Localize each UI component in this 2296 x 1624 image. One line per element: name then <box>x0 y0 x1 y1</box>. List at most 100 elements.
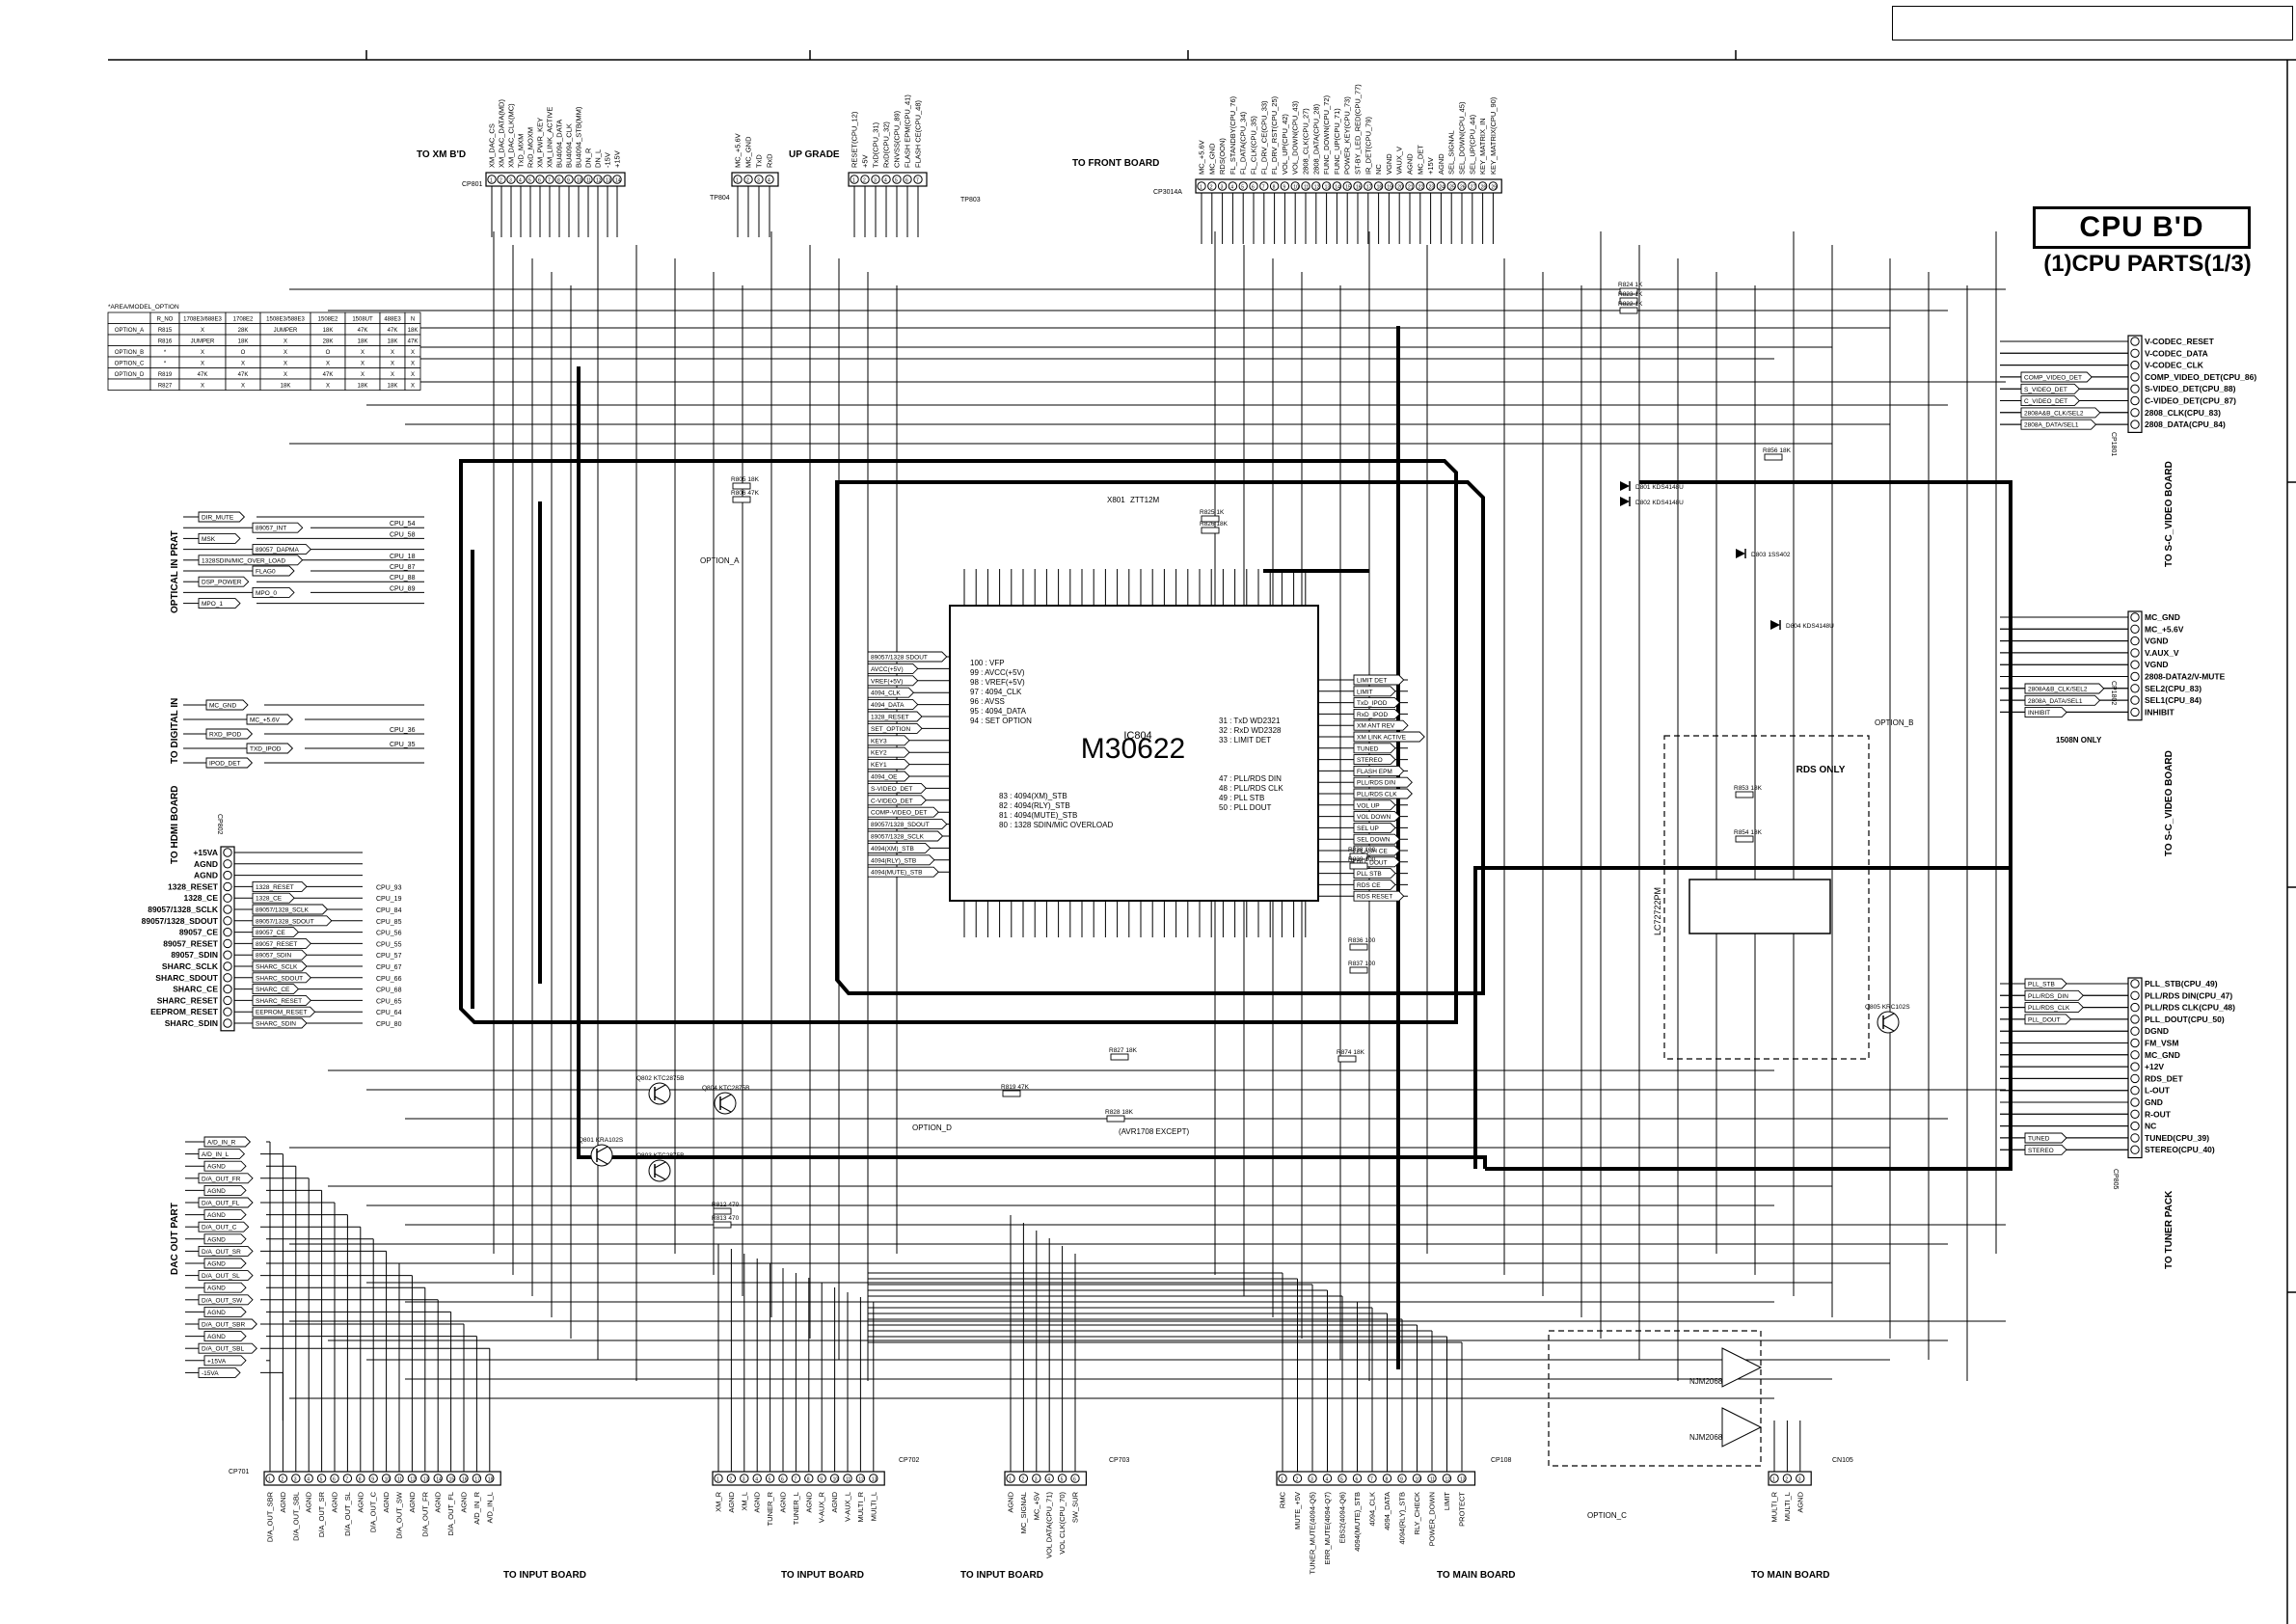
resistor-symbol <box>1201 527 1220 534</box>
option-table-text: 18K <box>281 384 291 390</box>
cp108-pin-num: 5 <box>1340 1477 1343 1483</box>
dac-net-flag <box>198 1173 254 1184</box>
cpu-left-net: S-VIDEO_DET <box>871 786 912 793</box>
cp1802-pin-label: V.AUX_V <box>2145 648 2179 658</box>
cp701-pin-num: 12 <box>410 1477 416 1483</box>
pin-circle <box>356 1474 365 1483</box>
pin-circle <box>765 1474 775 1483</box>
option-table-text: OPTION_A <box>115 328 144 334</box>
pin-circle <box>564 175 574 184</box>
cp802-pin-label: SHARC_CE <box>173 985 218 994</box>
cpu-left-net: 4094(RLY)_STB <box>871 857 916 864</box>
transistor-label: Q805 KRC102S <box>1865 1004 1910 1011</box>
wire <box>654 1161 666 1169</box>
pin-circle <box>754 175 764 184</box>
pin-circle <box>1259 181 1269 191</box>
cp703-pin-num: 4 <box>1047 1477 1050 1483</box>
dac-net: D/A_OUT_SL <box>202 1273 240 1280</box>
option-table-text: 47K <box>323 372 334 378</box>
cp1801-pin-label: 2808_CLK(CPU_83) <box>2145 408 2221 418</box>
connector-refs: CP701 CP702 CP703 CP108 CN105 CP801 TP80… <box>216 181 2119 1475</box>
option-table-text: X <box>284 362 287 367</box>
svid1-net-flag <box>2020 371 2093 383</box>
hdmi-net: 89057_RESET <box>256 941 297 948</box>
tuner-net: PLL/RDS_DIN <box>2028 993 2068 1000</box>
svid1-net: COMP_VIDEO_DET <box>2024 375 2082 382</box>
cpu-right-net: STEREO <box>1357 757 1383 764</box>
resistor-symbol <box>1735 835 1754 843</box>
cp3014-pin-num: 7 <box>1262 185 1265 191</box>
tp803-pin-num: 2 <box>863 178 866 184</box>
cp3014-pin-label: VOL_UP(CPU_42) <box>1281 114 1289 175</box>
pin-circle <box>472 1474 482 1483</box>
pin-circle <box>497 175 506 184</box>
cp701-pin-num: 11 <box>397 1477 402 1483</box>
dac-net: AGND <box>207 1212 226 1219</box>
pin-circle <box>304 1474 313 1483</box>
cpu-left-net-flag <box>867 735 910 746</box>
pin-circle <box>1457 181 1467 191</box>
diode-symbol <box>1770 620 1780 630</box>
resistor-label: R826 18K <box>1200 521 1229 528</box>
tuner-net: PLL/RDS_CLK <box>2028 1005 2070 1012</box>
cpu-right-net-flag <box>1353 822 1396 833</box>
pin-circle <box>871 175 880 184</box>
pin-circle <box>2130 612 2140 622</box>
pin-circle <box>2130 990 2140 1001</box>
cp1801-pin-label: S-VIDEO_DET(CPU_88) <box>2145 384 2236 393</box>
cpu-right-net-flag <box>1353 754 1396 766</box>
resistor-symbol <box>1349 943 1368 951</box>
cpu-right-net: VOL DOWN <box>1357 814 1391 821</box>
dac-net: D/A_OUT_FR <box>202 1176 241 1182</box>
cp802-body <box>220 846 235 1032</box>
optical-net-flag <box>252 565 295 577</box>
cp108-pin-num: 6 <box>1356 1477 1359 1483</box>
cpu-note: 99 : AVCC(+5V) <box>970 668 1025 677</box>
cp805-pin-label: +12V <box>2145 1062 2164 1071</box>
cp805-pin-label: TUNED(CPU_39) <box>2145 1133 2209 1143</box>
cpu-left-net-flag <box>867 675 919 687</box>
option-table-text: 488E3 <box>384 317 401 323</box>
cp701-pin-num: 3 <box>294 1477 297 1483</box>
tp803-pin-label: RESET(CPU_12) <box>851 111 859 168</box>
cp702-pin-num: 2 <box>729 1477 732 1483</box>
dac-net: +15VA <box>207 1358 227 1365</box>
resistor-symbol <box>1735 791 1754 798</box>
pin-circle <box>1322 1474 1333 1483</box>
cpu-right-net-flag <box>1353 811 1401 823</box>
svideo-label-1: TO S-C_VIDEO BOARD <box>2164 461 2174 567</box>
cp702-pin-num: 5 <box>769 1477 771 1483</box>
cp3014-pin-num: 9 <box>1283 185 1285 191</box>
option-table-text: X <box>326 384 330 390</box>
cp3014-pin-label: RDS(OON) <box>1218 138 1227 175</box>
option-table-text: O <box>241 350 246 356</box>
option-table-cell <box>107 311 151 324</box>
cp701-pin-label: AGND <box>434 1491 443 1512</box>
hdmi-net-flag <box>252 984 300 995</box>
wire <box>654 1096 666 1103</box>
hdmi-net: SHARC_SCLK <box>256 964 298 971</box>
pin-circle <box>1217 181 1228 191</box>
cp1802-pin-label: SEL2(CPU_83) <box>2145 684 2201 693</box>
hdmi-cpu-pin: CPU_55 <box>376 941 402 948</box>
cp701-pin-label: AGND <box>460 1491 469 1512</box>
resistor-symbol <box>1349 853 1368 860</box>
pin-circle <box>342 1474 353 1483</box>
cp701-pin-num: 5 <box>320 1477 323 1483</box>
option-table-text: 47K <box>408 339 419 345</box>
cp801-pin-label: -15V <box>604 152 612 168</box>
cp1801-body <box>2127 335 2143 434</box>
cpu-note: 31 : TxD WD2321 <box>1219 717 1281 725</box>
pin-circle <box>1332 181 1342 191</box>
cp701-pin-label: AGND <box>382 1491 391 1512</box>
option-table-text: X <box>201 328 204 334</box>
tp804-pin-label: MC_+5.6V <box>734 133 743 168</box>
option-table-text: X <box>391 350 394 356</box>
optical-net: DIR_MUTE <box>202 515 234 522</box>
pin-circle <box>2130 395 2140 406</box>
option-table-text: X <box>361 350 365 356</box>
transistor-label: Q802 KTC2875B <box>636 1075 685 1082</box>
svideo-1508n-note: 1508N ONLY <box>2056 736 2102 744</box>
option-d-label: OPTION_D <box>912 1123 952 1132</box>
cp1801-pin-label: V-CODEC_RESET <box>2145 337 2215 346</box>
